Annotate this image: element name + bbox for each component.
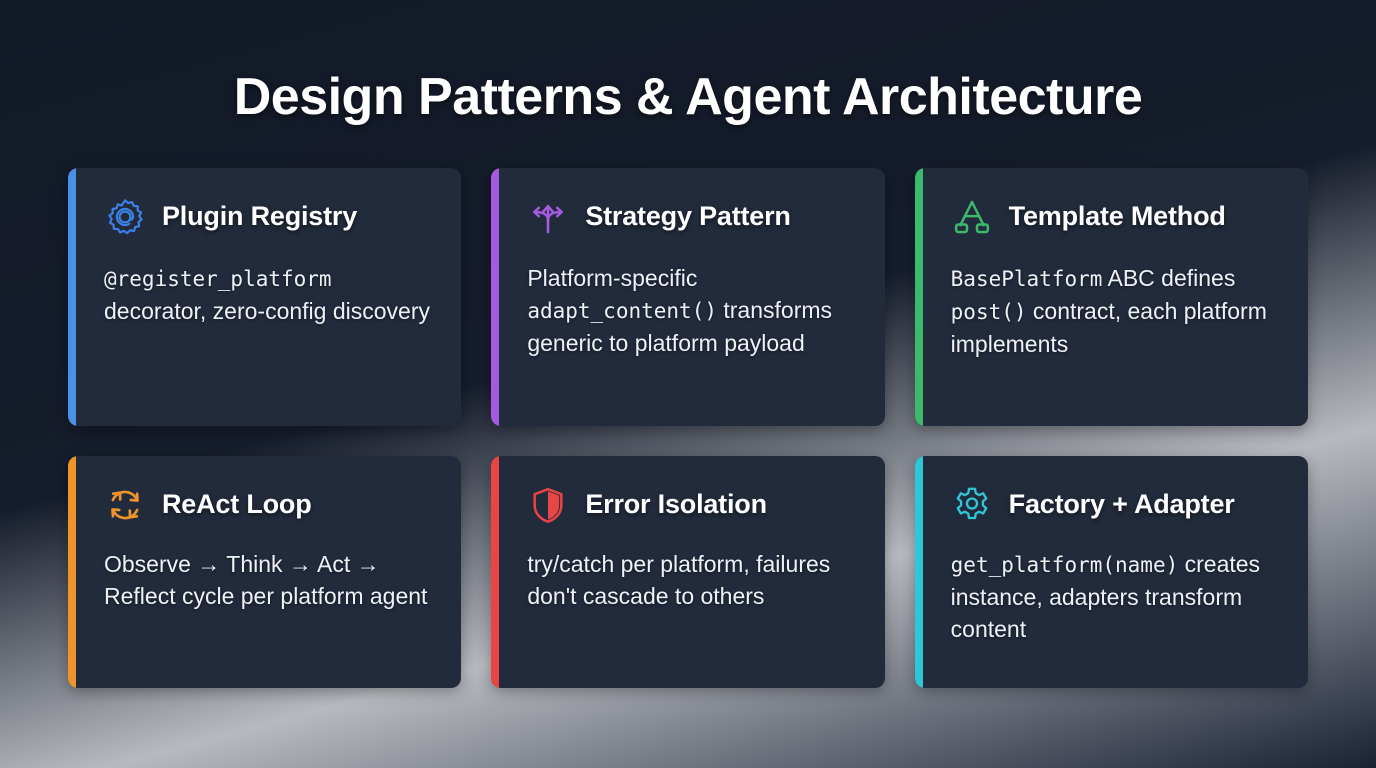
body-text: decorator, zero-config discovery (104, 297, 430, 324)
code-token: BasePlatform (950, 266, 1103, 291)
card-title: Template Method (1008, 201, 1226, 232)
shield-icon (527, 484, 569, 526)
card-body: Platform-specific adapt_content() transf… (527, 262, 854, 359)
page-title: Design Patterns & Agent Architecture (233, 68, 1143, 126)
body-text: contract, each platform implements (950, 297, 1267, 357)
card-title: ReAct Loop (162, 489, 312, 520)
card-plugin-registry[interactable]: Plugin Registry @register_platform decor… (68, 167, 462, 426)
code-token: @register_platform (104, 266, 332, 291)
card-factory-adapter[interactable]: Factory + Adapter get_platform(name) cre… (914, 455, 1308, 688)
card-body: Observe → Think → Act → Reflect cycle pe… (104, 548, 431, 612)
card-header: Plugin Registry (104, 194, 431, 240)
code-token: post() (950, 299, 1027, 324)
card-title: Factory + Adapter (1008, 489, 1235, 520)
body-text: ABC defines (1102, 264, 1236, 291)
card-title: Strategy Pattern (585, 201, 791, 232)
refresh-loop-icon (104, 484, 146, 526)
card-header: Error Isolation (527, 482, 854, 528)
card-header: ReAct Loop (104, 482, 431, 528)
card-body: get_platform(name) creates instance, ada… (951, 548, 1278, 645)
pattern-card-grid: Plugin Registry @register_platform decor… (68, 167, 1308, 688)
card-accent-bar (68, 167, 76, 426)
code-token: get_platform(name) (950, 552, 1179, 577)
hierarchy-a-icon (951, 196, 993, 238)
card-title: Error Isolation (585, 489, 767, 520)
card-accent-bar (914, 167, 923, 426)
body-text: try/catch per platform, failures don't c… (527, 550, 831, 609)
card-body: @register_platform decorator, zero-confi… (104, 262, 431, 327)
body-text: Platform-specific (527, 264, 698, 291)
card-accent-bar (491, 167, 500, 426)
card-body: try/catch per platform, failures don't c… (527, 548, 854, 612)
card-accent-bar (68, 455, 76, 688)
body-text: transforms generic to platform payload (527, 296, 833, 356)
card-strategy-pattern[interactable]: Strategy Pattern Platform-specific adapt… (491, 167, 885, 426)
card-error-isolation[interactable]: Error Isolation try/catch per platform, … (491, 455, 885, 688)
card-header: Strategy Pattern (527, 194, 854, 240)
card-title: Plugin Registry (162, 201, 358, 232)
card-accent-bar (914, 455, 923, 688)
at-badge-icon (104, 196, 146, 238)
card-body: BasePlatform ABC defines post() contract… (951, 262, 1278, 360)
branching-arrows-icon (527, 196, 569, 238)
card-accent-bar (491, 455, 500, 688)
code-token: adapt_content() (527, 298, 717, 323)
card-template-method[interactable]: Template Method BasePlatform ABC defines… (914, 167, 1308, 426)
gear-icon (951, 484, 993, 526)
body-text: Observe → Think → Act → Reflect cycle pe… (104, 550, 428, 609)
card-react-loop[interactable]: ReAct Loop Observe → Think → Act → Refle… (68, 455, 462, 688)
card-header: Factory + Adapter (951, 482, 1278, 528)
card-header: Template Method (951, 194, 1278, 240)
body-text: creates instance, adapters transform con… (950, 550, 1261, 642)
